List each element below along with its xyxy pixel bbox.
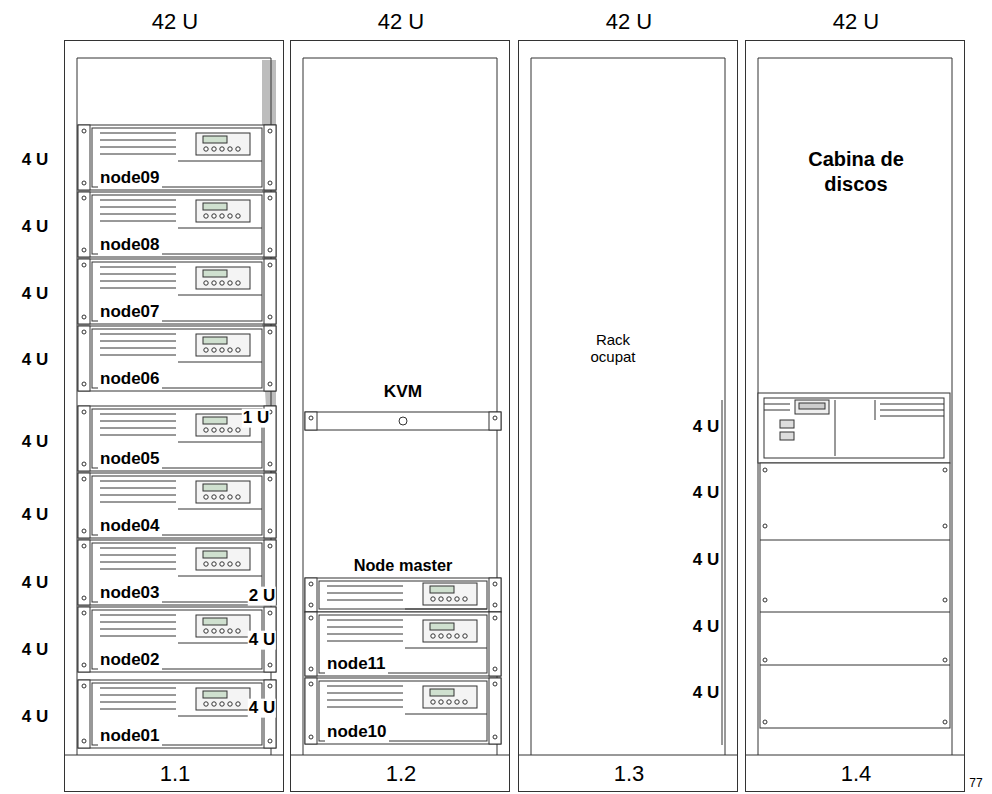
unit-height: 4 U (693, 618, 719, 637)
unit-height: 4 U (22, 506, 48, 525)
rack-number: 1.3 (519, 761, 739, 786)
rack-note: Cabina de discos (806, 147, 906, 197)
rack-cabinet: 42 UCabina de discos1.4 (745, 40, 965, 792)
rack-height: 42 U (65, 9, 285, 34)
unit-height: 4 U (248, 631, 276, 650)
rack-height: 42 U (746, 9, 966, 34)
unit-height: 4 U (22, 433, 48, 452)
server-chassis (78, 473, 276, 538)
rack-cabinet: 42 URack ocupat1.3 (518, 40, 738, 792)
server-chassis (305, 678, 501, 744)
disk-cabinet (758, 393, 950, 728)
server-unit: node09 (78, 125, 276, 190)
server-chassis (305, 578, 501, 612)
server-chassis (78, 259, 276, 324)
rack-number: 1.1 (65, 761, 285, 786)
server-chassis (305, 612, 501, 676)
unit-height: 4 U (248, 699, 276, 718)
unit-height: 4 U (22, 351, 48, 370)
server-unit: node08 (78, 192, 276, 257)
server-unit: node03 (78, 540, 276, 605)
server-unit: node11 (305, 612, 501, 676)
server-chassis (78, 680, 276, 748)
server-chassis (78, 406, 276, 471)
server-chassis (78, 607, 276, 672)
server-unit: node04 (78, 473, 276, 538)
server-chassis (305, 412, 501, 430)
server-chassis (78, 540, 276, 605)
server-chassis (78, 125, 276, 190)
unit-height: 1 U (242, 409, 270, 428)
unit-height: 4 U (22, 218, 48, 237)
unit-height: 4 U (22, 151, 48, 170)
kvm-switch: KVM (305, 382, 501, 430)
unit-name: node05 (98, 449, 162, 469)
unit-name: node04 (98, 516, 162, 536)
unit-name: node10 (325, 722, 389, 742)
server-unit: node06 (78, 326, 276, 391)
unit-height: 4 U (693, 684, 719, 703)
page-number: 77 (969, 777, 982, 790)
rack-frames (64, 58, 965, 755)
unit-name: node08 (98, 235, 162, 255)
server-unit: Node master (305, 556, 501, 612)
unit-name: node01 (98, 726, 162, 746)
unit-name: node11 (325, 654, 388, 674)
unit-height: 4 U (693, 551, 719, 570)
unit-height: 4 U (22, 285, 48, 304)
unit-name: node06 (98, 369, 162, 389)
server-chassis (78, 326, 276, 391)
rack-height: 42 U (291, 9, 511, 34)
server-chassis (78, 192, 276, 257)
unit-height: 4 U (22, 708, 48, 727)
unit-name: node03 (98, 583, 162, 603)
rack-note: Rack ocupat (583, 331, 643, 366)
unit-name: node09 (98, 168, 162, 188)
side-panel-shade (262, 60, 276, 560)
unit-height: 4 U (22, 574, 48, 593)
rack-number: 1.2 (291, 761, 511, 786)
rack-cabinet: KVMNode masternode11node1042 U1.2 (290, 40, 510, 792)
unit-height: 2 U (248, 587, 276, 606)
unit-height: 4 U (22, 641, 48, 660)
rack-rails (64, 58, 965, 755)
unit-name: KVM (305, 382, 501, 402)
unit-name: node02 (98, 650, 162, 670)
unit-height: 4 U (693, 484, 719, 503)
unit-height: 4 U (693, 418, 719, 437)
server-unit: node02 (78, 607, 276, 672)
server-unit: node10 (305, 678, 501, 744)
unit-name: node07 (98, 302, 162, 322)
unit-name: Node master (305, 556, 501, 575)
rack-height: 42 U (519, 9, 739, 34)
server-unit: node01 (78, 680, 276, 748)
server-unit: node07 (78, 259, 276, 324)
rack-number: 1.4 (746, 761, 966, 786)
